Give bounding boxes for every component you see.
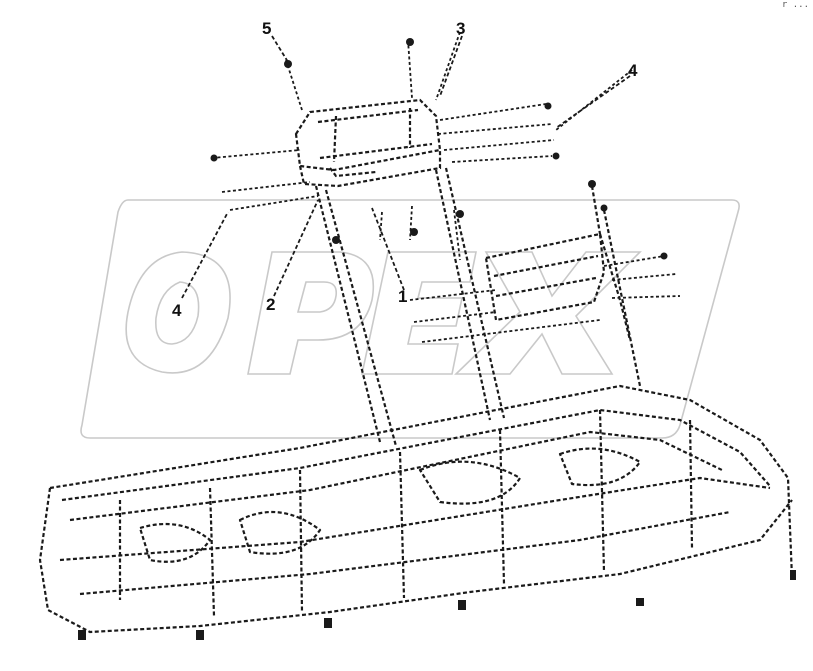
watermark-badge <box>80 199 740 439</box>
base-frame <box>38 384 794 634</box>
watermark-o <box>125 251 231 374</box>
callout-1: 1 <box>398 287 407 306</box>
callout-3: 3 <box>456 19 465 38</box>
bolt-heads <box>210 38 668 260</box>
watermark-p <box>247 251 374 375</box>
base-fasteners <box>78 570 796 640</box>
watermark-x <box>454 251 642 375</box>
upper-bracket <box>294 98 442 188</box>
callout-4-top: 4 <box>628 61 638 80</box>
callout-5: 5 <box>262 19 271 38</box>
bolts <box>211 31 681 343</box>
callout-4-left: 4 <box>172 301 182 320</box>
corner-mark: r ... <box>781 0 809 10</box>
watermark-logo <box>80 199 740 439</box>
side-panel <box>484 232 632 341</box>
vertical-posts <box>314 167 642 447</box>
callout-leaders <box>181 35 631 299</box>
watermark-e <box>361 251 477 375</box>
callout-2: 2 <box>266 295 275 314</box>
callouts: 5 3 4 4 2 1 <box>172 19 638 320</box>
